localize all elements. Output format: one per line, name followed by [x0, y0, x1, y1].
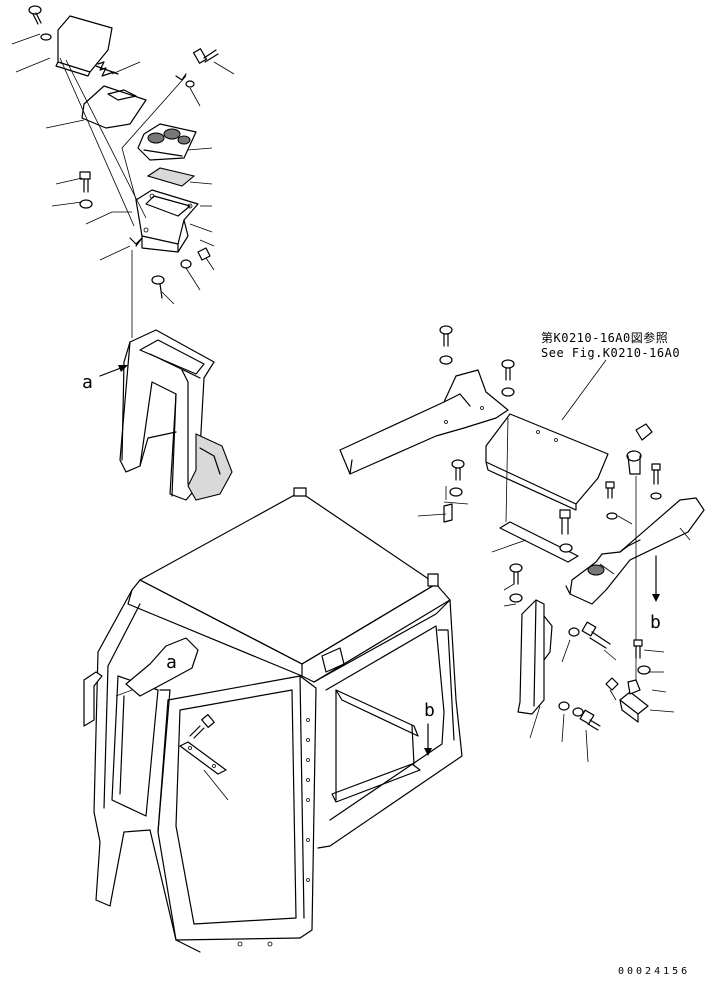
washer-left — [79, 199, 93, 209]
bolt-upper-right — [192, 48, 219, 64]
nut-lower — [197, 247, 211, 261]
reference-note-english: See Fig.K0210-16A0 — [541, 346, 681, 360]
cover-panel — [485, 413, 609, 511]
screw-top — [28, 5, 42, 25]
bolt-side-mid — [568, 621, 611, 649]
leader-plate — [505, 417, 509, 523]
view-label-b-cab: b — [424, 700, 435, 721]
bolt-left — [79, 171, 91, 193]
floor-plate-left — [339, 369, 509, 475]
bolt-lower — [151, 275, 165, 299]
washer-lower — [180, 259, 192, 269]
clip-latch — [627, 679, 641, 695]
switch-cap — [626, 423, 653, 475]
cab-frame — [83, 487, 463, 953]
console-box — [135, 189, 199, 253]
view-label-a-upper: a — [82, 372, 93, 393]
bolt-mid — [449, 459, 465, 497]
bolt-plate — [559, 509, 573, 553]
leader-cab-bracket — [203, 769, 229, 801]
latch-block — [619, 691, 649, 723]
leader-plate-lower — [491, 539, 527, 553]
bolt-side-top — [509, 563, 523, 603]
rubber-pad — [146, 167, 196, 187]
cup-holder — [137, 123, 197, 161]
right-bracket — [565, 497, 705, 605]
reference-note-japanese: 第K0210-16A0図参照 — [541, 331, 669, 345]
leader-lines-top-left — [11, 33, 235, 338]
document-id: 00024156 — [618, 966, 691, 977]
bolt-switch-2 — [650, 463, 662, 500]
console-stand — [119, 329, 233, 501]
cover-plate — [57, 15, 113, 73]
callout-disc-a — [125, 637, 199, 697]
cab-bracket — [179, 741, 227, 775]
tab-mid — [443, 503, 453, 523]
view-label-b-right: b — [650, 612, 661, 633]
clip-lower — [129, 237, 143, 247]
leader-lines-right — [503, 515, 691, 763]
bolt-floor-1 — [439, 325, 453, 365]
arrow-a-cab — [115, 689, 133, 697]
washer-small — [185, 80, 195, 88]
floor-plate-lower — [499, 521, 579, 563]
cab-bolt — [189, 713, 215, 739]
bolt-floor-2 — [501, 359, 515, 397]
view-label-a-cab: a — [166, 652, 177, 673]
leader-reference — [561, 359, 607, 421]
spring — [95, 61, 119, 77]
leader-tab — [417, 513, 447, 517]
leader-bolt-washer — [443, 501, 469, 505]
washer-top — [40, 33, 52, 41]
bolt-switch — [605, 481, 618, 520]
side-bracket — [517, 599, 553, 715]
bolt-latch — [633, 639, 651, 675]
clip — [175, 73, 187, 81]
tray-plate — [81, 85, 147, 129]
bolt-side-low — [558, 701, 601, 731]
console-cover-assembly — [28, 5, 219, 299]
nut-side — [605, 677, 619, 691]
